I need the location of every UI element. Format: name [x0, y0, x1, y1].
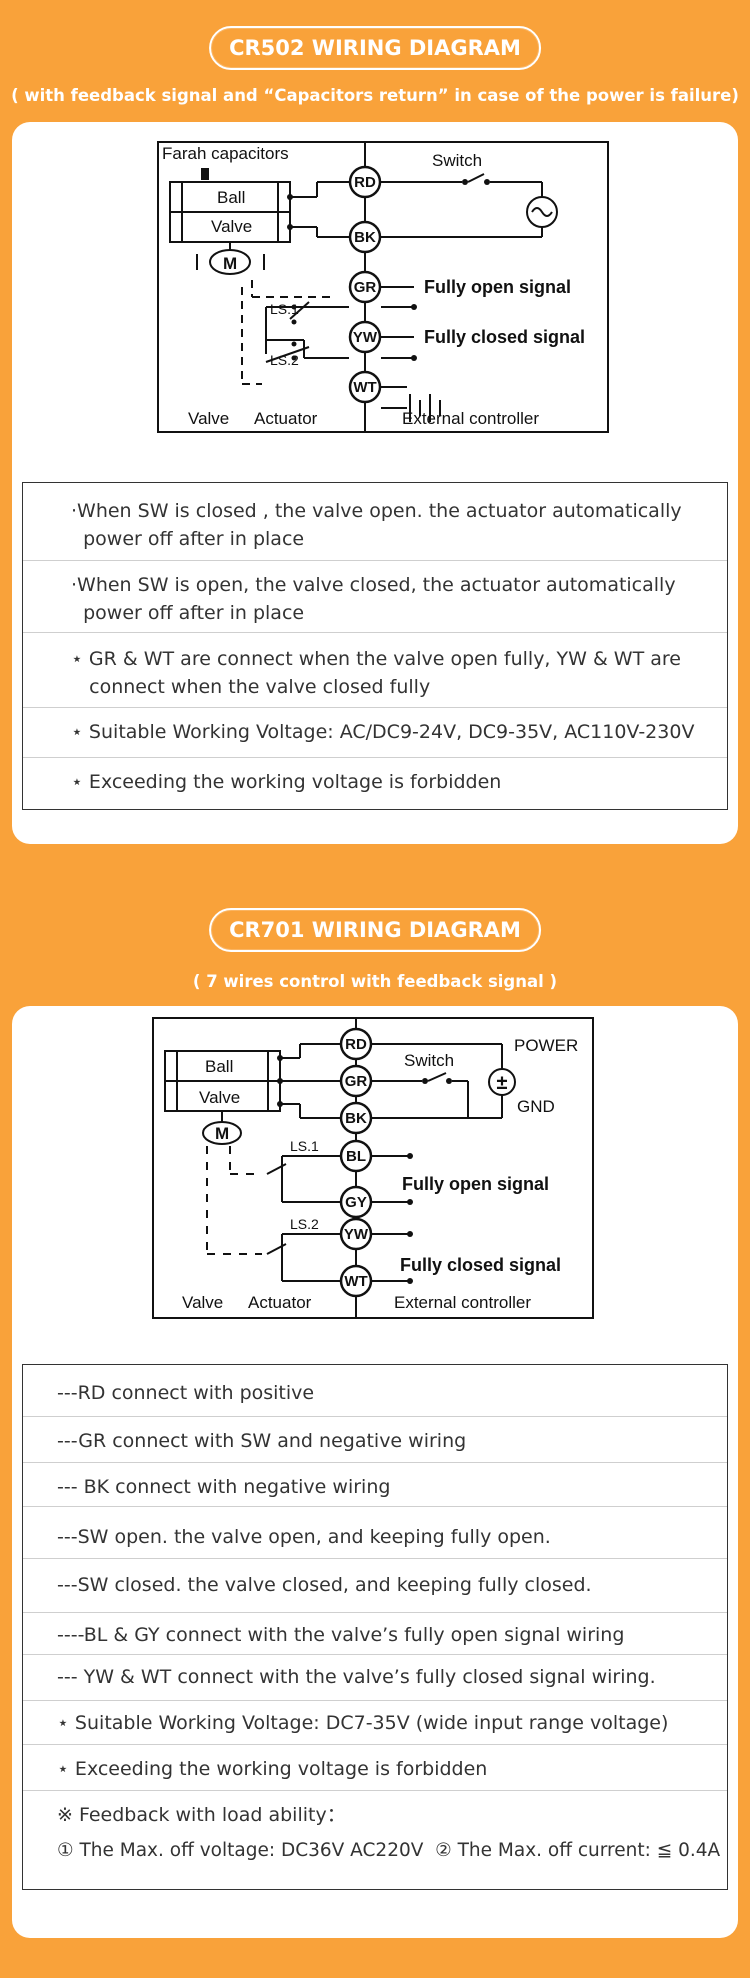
cr502-wiring-diagram: RD BK GR YW WT Farah capacitors Ball Val…: [157, 141, 609, 433]
power-source-symbol: [488, 1068, 516, 1096]
section2-title: CR701 WIRING DIAGRAM: [209, 908, 541, 952]
terminal-label-rd: RD: [354, 174, 376, 191]
open-signal-label: Fully open signal: [402, 1174, 549, 1194]
note-row: ---SW open. the valve open, and keeping …: [23, 1507, 727, 1559]
terminal-label-yw: YW: [353, 329, 378, 346]
ball-label: Ball: [205, 1057, 233, 1076]
note-row: ※ Feedback with load ability：: [57, 1804, 346, 1826]
farah-label: Farah capacitors: [162, 144, 289, 163]
note-row: ⋆ Suitable Working Voltage: DC7-35V (wid…: [23, 1701, 727, 1745]
terminal-label-bl: BL: [346, 1148, 366, 1165]
valve-label: Valve: [182, 1293, 223, 1312]
motor-label: M: [223, 254, 237, 273]
valve-block-label: Valve: [211, 217, 252, 236]
ac-source-symbol: [526, 196, 558, 228]
ball-label: Ball: [217, 188, 245, 207]
external-controller-label: External controller: [394, 1293, 531, 1312]
note-row: ① The Max. off voltage: DC36V AC220V ② T…: [57, 1840, 721, 1861]
ls2-label: LS.2: [290, 1216, 319, 1232]
section1-notes: ·When SW is closed , the valve open. the…: [22, 482, 728, 810]
open-signal-label: Fully open signal: [424, 277, 571, 297]
valve-label: Valve: [188, 409, 229, 428]
gnd-label: GND: [517, 1097, 555, 1116]
switch-label: Switch: [404, 1051, 454, 1070]
note-row: ----BL & GY connect with the valve’s ful…: [23, 1613, 727, 1655]
terminal-label-wt: WT: [344, 1273, 367, 1290]
terminal-bl: [339, 1139, 373, 1173]
terminal-label-bk: BK: [345, 1110, 367, 1127]
closed-signal-label: Fully closed signal: [400, 1255, 561, 1275]
ls1-label: LS.1: [290, 1138, 319, 1154]
diagram-frame: [157, 141, 609, 433]
closed-signal-label: Fully closed signal: [424, 327, 585, 347]
terminal-rd: [339, 1027, 373, 1061]
section2-card: RD GR BK BL GY YW WT ± Ball Valve M Swit…: [12, 1006, 738, 1938]
diagram-frame: [152, 1017, 594, 1319]
ls2-label: LS.2: [270, 352, 299, 368]
terminal-label-wt: WT: [353, 379, 376, 396]
motor-label: M: [215, 1124, 229, 1143]
ls1-label: LS.1: [270, 301, 299, 317]
motor-symbol: [202, 1121, 242, 1145]
terminal-label-bk: BK: [354, 229, 376, 246]
note-row: ---SW closed. the valve closed, and keep…: [23, 1559, 727, 1613]
motor-symbol: [209, 249, 251, 275]
terminal-label-gy: GY: [345, 1194, 367, 1211]
section1-subtitle: ( with feedback signal and “Capacitors r…: [11, 86, 739, 105]
terminal-yw: [339, 1217, 373, 1251]
plus-minus-symbol: ±: [497, 1072, 508, 1094]
section2-subtitle: ( 7 wires control with feedback signal ): [192, 972, 558, 991]
external-controller-label: External controller: [402, 409, 539, 428]
note-row: ---RD connect with positive: [23, 1365, 727, 1417]
terminal-wt: [339, 1264, 373, 1298]
terminal-label-gr: GR: [354, 279, 377, 296]
terminal-bk: [348, 220, 382, 254]
power-label: POWER: [514, 1036, 578, 1055]
valve-block-label: Valve: [199, 1088, 240, 1107]
note-row: ⋆ Exceeding the working voltage is forbi…: [71, 771, 502, 793]
actuator-label: Actuator: [248, 1293, 312, 1312]
note-row: ---GR connect with SW and negative wirin…: [23, 1417, 727, 1463]
note-row: ⋆ GR & WT are connect when the valve ope…: [23, 633, 727, 708]
note-row: ⋆ Suitable Working Voltage: AC/DC9-24V, …: [23, 708, 727, 758]
note-row: --- BK connect with negative wiring: [23, 1463, 727, 1507]
section2-notes: ---RD connect with positive ---GR connec…: [22, 1364, 728, 1890]
terminal-gy: [339, 1185, 373, 1219]
cr701-wiring-diagram: RD GR BK BL GY YW WT ± Ball Valve M Swit…: [152, 1017, 594, 1319]
terminal-label-rd: RD: [345, 1036, 367, 1053]
section1-card: RD BK GR YW WT Farah capacitors Ball Val…: [12, 122, 738, 844]
note-row: ·When SW is open, the valve closed, the …: [23, 561, 727, 633]
terminal-wt: [348, 370, 382, 404]
note-row: ·When SW is closed , the valve open. the…: [23, 483, 727, 561]
actuator-label: Actuator: [254, 409, 318, 428]
terminal-gr: [348, 270, 382, 304]
terminal-rd: [348, 165, 382, 199]
switch-label: Switch: [432, 151, 482, 170]
terminal-gr: [339, 1064, 373, 1098]
section1-title: CR502 WIRING DIAGRAM: [209, 26, 541, 70]
terminal-label-gr: GR: [345, 1073, 368, 1090]
terminal-label-yw: YW: [344, 1226, 369, 1243]
terminal-yw: [348, 320, 382, 354]
note-row: ⋆ Exceeding the working voltage is forbi…: [23, 1745, 727, 1791]
note-row: --- YW & WT connect with the valve’s ful…: [23, 1655, 727, 1701]
terminal-bk: [339, 1101, 373, 1135]
